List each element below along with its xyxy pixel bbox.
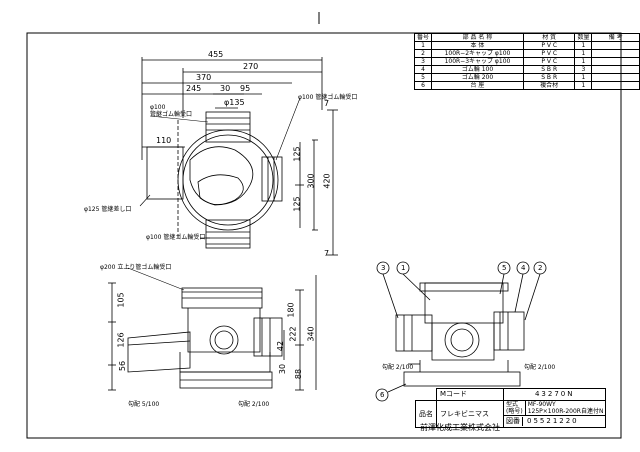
dim-455: 455 <box>208 50 224 59</box>
label-slope-right: 勾配 2/100 <box>238 401 270 408</box>
dim-7b: 7 <box>324 249 330 258</box>
dim-126: 126 <box>116 332 126 348</box>
col-no: 番号 <box>413 33 433 42</box>
label-slope-left: 勾配 5/100 <box>128 401 160 408</box>
dim-180: 180 <box>286 302 296 318</box>
dim-30-front: 30 <box>278 363 288 375</box>
company-name: 前澤化成工業株式会社 <box>420 423 500 432</box>
dim-270: 270 <box>243 62 259 71</box>
dim-370: 370 <box>196 73 212 82</box>
label-bottom: φ100 管継ゴム輪受口 <box>146 234 206 241</box>
front-view <box>108 275 317 391</box>
model-label-2: (略号) <box>506 408 523 415</box>
label-side-slope-right: 勾配 2/100 <box>524 364 556 371</box>
balloon-2-text: 2 <box>538 264 543 272</box>
dim-phi135: φ135 <box>224 98 245 107</box>
dim-110: 110 <box>156 136 172 145</box>
drawing-no: 05521220 <box>527 417 579 425</box>
balloon-1-text: 1 <box>401 264 406 272</box>
side-view <box>375 261 547 402</box>
dim-7a: 7 <box>324 99 330 108</box>
dim-30: 30 <box>220 84 231 93</box>
label-left-mid: φ125 管継差し口 <box>84 206 132 213</box>
model-line-1: MF-90WY <box>527 401 556 408</box>
title-block: Mコード 43270N 品名 フレキビニマス 型式 (略号) MF-90WY 1… <box>415 388 607 428</box>
label-front-top: φ200 立上り管ゴム輪受口 <box>100 264 172 271</box>
balloon-6-text: 6 <box>380 391 385 399</box>
dim-125a: 125 <box>292 146 302 162</box>
dim-88: 88 <box>294 368 304 380</box>
top-view <box>141 57 338 256</box>
dim-95: 95 <box>240 84 251 93</box>
model-label: 型式 <box>506 401 519 408</box>
leader-lines <box>127 97 301 291</box>
label-right-top: φ100 管継ゴム輪受口 <box>298 94 358 101</box>
balloon-4-text: 4 <box>521 264 526 272</box>
col-qty: 数量 <box>574 33 593 42</box>
dim-42: 42 <box>276 340 286 352</box>
dim-420: 420 <box>322 173 332 189</box>
col-remarks: 備 考 <box>591 33 640 42</box>
parts-table-header: 番号 部 品 名 称 材 質 数量 備 考 <box>413 33 640 42</box>
label-side-slope-left: 勾配 2/100 <box>382 364 414 371</box>
balloon-3-text: 3 <box>381 264 386 272</box>
m-code-label: Mコード <box>436 388 504 401</box>
balloon-5-text: 5 <box>502 264 507 272</box>
dim-125b: 125 <box>292 196 302 212</box>
dim-245: 245 <box>186 84 202 93</box>
drawing-no-label: 図番 <box>504 417 523 426</box>
dim-56: 56 <box>118 360 128 372</box>
dim-340: 340 <box>306 326 316 342</box>
m-code: 43270N <box>502 388 607 401</box>
label-left-top: φ100 <box>150 104 166 111</box>
col-name: 部 品 名 称 <box>431 33 524 42</box>
label-left-top2: 管継ゴム輪受口 <box>150 111 193 118</box>
balloon-6 <box>375 388 389 402</box>
product-name: フレキビニマス <box>436 400 504 428</box>
dim-222: 222 <box>288 326 298 342</box>
dim-105: 105 <box>116 292 126 308</box>
sheet-border <box>26 32 622 439</box>
model-line-2: 125P×100R-200R自連付N <box>527 408 604 415</box>
col-material: 材 質 <box>522 33 576 42</box>
dim-300: 300 <box>306 173 316 189</box>
